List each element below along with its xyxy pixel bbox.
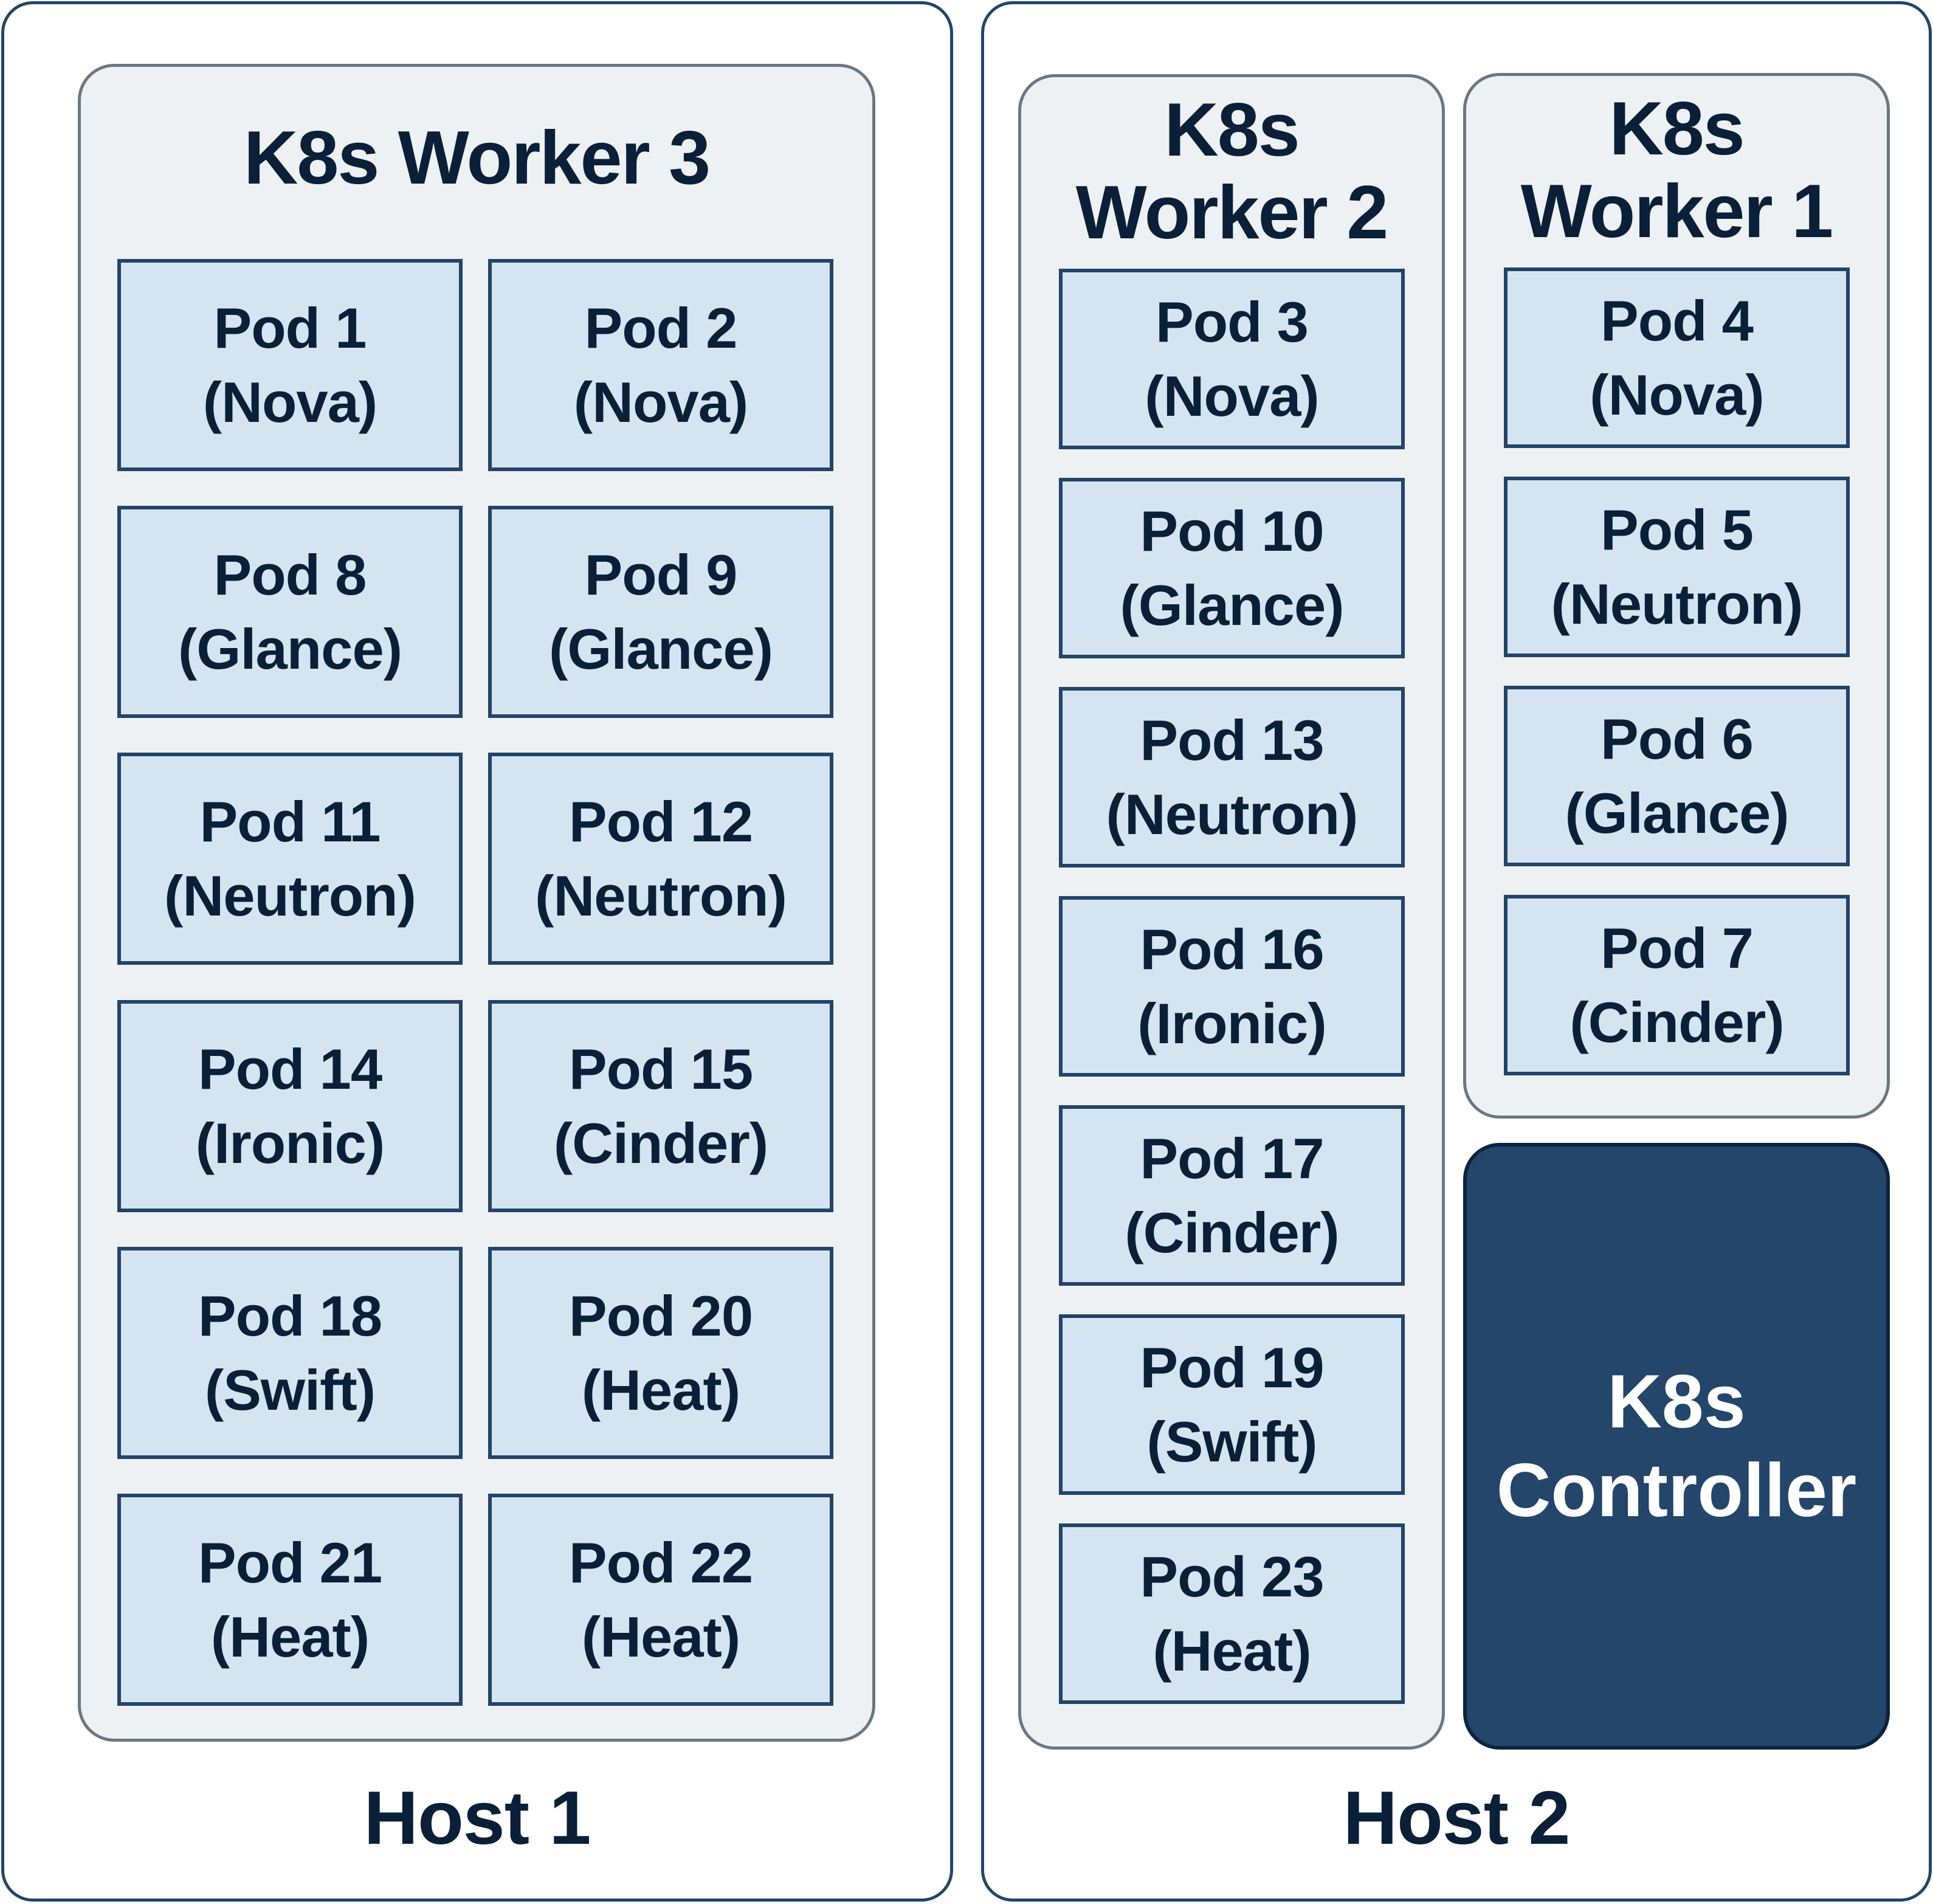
pod-name: Pod 18 [198,1283,382,1348]
pod-name: Pod 23 [1140,1544,1324,1609]
pod-name: Pod 2 [584,295,738,360]
pod-service: (Cinder) [1125,1200,1339,1264]
host-1-label: Host 1 [364,1776,591,1860]
pod-box: Pod 9 (Glance) [488,506,833,718]
pod-service: (Glance) [177,616,402,681]
pod-box: Pod 12 (Neutron) [488,753,833,965]
worker-2-title: K8s Worker 2 [1075,88,1388,255]
pod-name: Pod 7 [1600,916,1754,980]
pod-box: Pod 4 (Nova) [1504,267,1850,448]
pod-service: (Heat) [581,1357,740,1422]
pod-service: (Nova) [573,370,748,434]
pod-name: Pod 16 [1140,917,1324,981]
pod-box: Pod 15 (Cinder) [488,1000,833,1212]
pod-box: Pod 8 (Glance) [117,506,463,718]
pod-box: Pod 11 (Neutron) [117,753,463,965]
pod-box: Pod 10 (Glance) [1059,478,1405,658]
pod-name: Pod 15 [568,1037,753,1101]
pod-box: Pod 6 (Glance) [1504,686,1850,866]
pod-name: Pod 19 [1140,1335,1324,1399]
pod-service: (Neutron) [535,863,787,928]
pod-name: Pod 10 [1140,498,1324,563]
host-2-label: Host 2 [1343,1776,1571,1860]
pod-box: Pod 14 (Ironic) [117,1000,463,1212]
pod-box: Pod 1 (Nova) [117,259,463,471]
pod-service: (Neutron) [1106,782,1359,846]
pod-box: Pod 19 (Swift) [1059,1314,1405,1495]
pod-box: Pod 2 (Nova) [488,259,833,471]
pod-box: Pod 23 (Heat) [1059,1523,1405,1704]
pod-name: Pod 20 [568,1283,753,1348]
pod-service: (Cinder) [553,1111,768,1175]
pod-name: Pod 11 [199,789,381,854]
k8s-controller: K8s Controller [1463,1143,1890,1750]
pod-name: Pod 12 [568,789,753,854]
pod-name: Pod 1 [213,295,367,360]
pod-box: Pod 7 (Cinder) [1504,895,1850,1075]
pod-box: Pod 16 (Ironic) [1059,896,1405,1077]
pod-service: (Glance) [1565,781,1789,845]
pod-service: (Swift) [1146,1409,1317,1474]
worker-3-title: K8s Worker 3 [243,116,711,200]
pod-service: (Nova) [202,370,377,434]
pod-box: Pod 5 (Neutron) [1504,477,1850,657]
pod-service: (Neutron) [164,863,416,928]
pod-name: Pod 5 [1600,497,1754,562]
pod-box: Pod 21 (Heat) [117,1494,463,1706]
pod-box: Pod 20 (Heat) [488,1247,833,1459]
pod-box: Pod 17 (Cinder) [1059,1105,1405,1286]
pod-service: (Heat) [1153,1618,1311,1683]
pod-name: Pod 22 [568,1530,753,1595]
pod-service: (Heat) [210,1604,370,1669]
pod-name: Pod 21 [198,1530,382,1595]
pod-service: (Cinder) [1569,990,1784,1054]
pod-service: (Glance) [1120,573,1344,637]
pod-name: Pod 17 [1140,1126,1324,1190]
pod-service: (Glance) [548,616,773,681]
pod-name: Pod 13 [1140,708,1324,772]
pod-box: Pod 18 (Swift) [117,1247,463,1459]
pod-service: (Ironic) [195,1111,385,1175]
pod-service: (Neutron) [1551,571,1804,636]
pod-service: (Swift) [204,1357,376,1422]
pod-name: Pod 3 [1156,289,1309,354]
pod-service: (Nova) [1590,362,1764,427]
pod-name: Pod 4 [1600,288,1754,353]
pod-name: Pod 14 [198,1037,382,1101]
pod-box: Pod 22 (Heat) [488,1494,833,1706]
pod-service: (Nova) [1145,364,1319,428]
worker-1-title: K8s Worker 1 [1520,86,1833,254]
pod-box: Pod 13 (Neutron) [1059,687,1405,867]
pod-service: (Heat) [581,1604,740,1669]
pod-name: Pod 8 [213,542,367,607]
pod-name: Pod 9 [584,542,738,607]
pod-name: Pod 6 [1600,706,1754,771]
pod-box: Pod 3 (Nova) [1059,269,1405,449]
pod-service: (Ironic) [1137,991,1327,1055]
